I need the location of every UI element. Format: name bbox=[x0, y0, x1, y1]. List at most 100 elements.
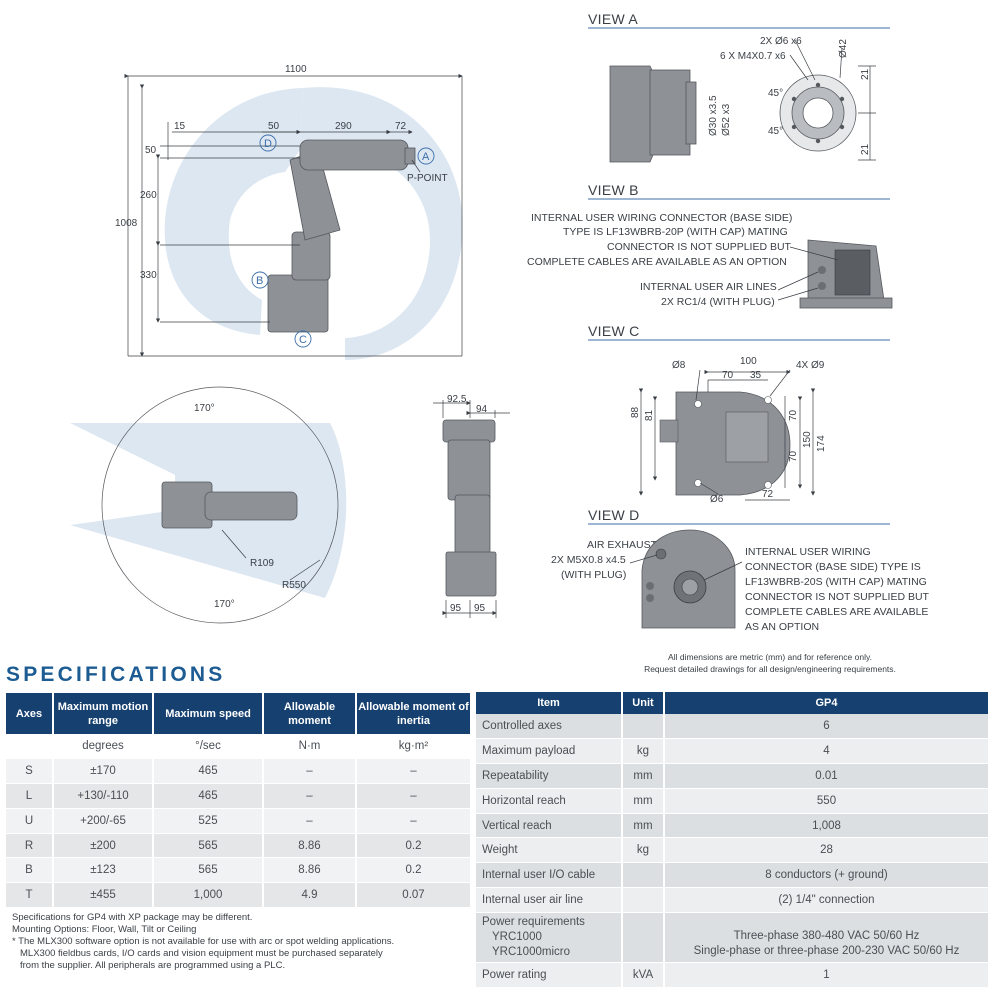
cell bbox=[622, 714, 665, 740]
cell: (2) 1/4" connection bbox=[664, 887, 988, 913]
view-a-label-3: 45° bbox=[768, 88, 783, 99]
view-d-connector-line-1: INTERNAL USER WIRING bbox=[745, 546, 871, 558]
cell: 4 bbox=[664, 738, 988, 765]
power-sub-yrc1000micro: YRC1000micro bbox=[492, 945, 570, 958]
header-allowable-moment: Allowable moment bbox=[263, 693, 357, 734]
marker-b: B bbox=[256, 275, 263, 287]
cell: 0.01 bbox=[664, 763, 988, 789]
footnote-line: from the supplier. All peripherals are p… bbox=[20, 960, 286, 971]
cell: L bbox=[6, 783, 54, 809]
cell: – bbox=[356, 783, 470, 809]
side-view-drawing: 1100 15 50 290 72 50 260 1008 330 P-POIN… bbox=[115, 64, 463, 360]
view-c-title: VIEW C bbox=[588, 323, 640, 339]
cell: Maximum payload bbox=[476, 738, 623, 765]
view-b-connector-line-4: COMPLETE CABLES ARE AVAILABLE AS AN OPTI… bbox=[527, 256, 787, 268]
view-d-connector-line-4: CONNECTOR IS NOT SUPPLIED BUT bbox=[745, 591, 930, 603]
dim-50-top: 50 bbox=[268, 121, 280, 132]
view-c-label-2: 70 bbox=[722, 370, 734, 381]
table-row: Internal user air line(2) 1/4" connectio… bbox=[476, 887, 988, 913]
footnote-line: * The MLX300 software option is not avai… bbox=[12, 936, 395, 947]
view-d-exhaust-line-3: (WITH PLUG) bbox=[561, 569, 626, 581]
cell: 465 bbox=[153, 783, 264, 809]
view-c-label-7: 70 bbox=[788, 409, 799, 421]
view-d-connector-line-5: COMPLETE CABLES ARE AVAILABLE bbox=[745, 606, 928, 618]
cell: 8 conductors (+ ground) bbox=[664, 862, 988, 889]
unit-speed: °/sec bbox=[153, 734, 264, 760]
front-view-drawing: 92.5 94 95 95 bbox=[433, 394, 510, 618]
view-c-label-12: 72 bbox=[762, 489, 774, 500]
dim-1008: 1008 bbox=[115, 218, 138, 229]
dim-290: 290 bbox=[335, 121, 352, 132]
cell: mm bbox=[622, 763, 665, 789]
cell: Three-phase 380-480 VAC 50/60 Hz Single-… bbox=[664, 912, 988, 963]
drawing-canvas: 1100 15 50 290 72 50 260 1008 330 P-POIN… bbox=[70, 11, 930, 633]
cell: ±200 bbox=[53, 833, 154, 859]
radius-r550: R550 bbox=[282, 580, 306, 591]
cell: Controlled axes bbox=[476, 714, 623, 740]
robot-top-body bbox=[161, 481, 298, 529]
view-b-title: VIEW B bbox=[588, 182, 639, 198]
cell: mm bbox=[622, 788, 665, 814]
p-point-label: P-POINT bbox=[407, 173, 448, 184]
dim-330: 330 bbox=[140, 270, 157, 281]
cell: 4.9 bbox=[263, 882, 357, 909]
view-d-title: VIEW D bbox=[588, 507, 640, 523]
view-d-connector-line-3: LF13WBRB-20S (WITH CAP) MATING bbox=[745, 576, 927, 588]
view-a-label-8: 21 bbox=[860, 143, 871, 155]
view-c-drawing: VIEW C Ø8 100 70 35 4X Ø9 bbox=[588, 323, 890, 505]
view-b-connector-line-3: CONNECTOR IS NOT SUPPLIED BUT bbox=[607, 241, 792, 253]
cell: Repeatability bbox=[476, 763, 623, 789]
cell: Internal user I/O cable bbox=[476, 862, 623, 889]
view-a-label-7: 21 bbox=[860, 68, 871, 80]
view-d-drawing: VIEW D AIR EXHAUST 2X M5X0.8 x4.5 (WITH … bbox=[551, 507, 930, 633]
cell: 565 bbox=[153, 857, 264, 884]
dim-95-left: 95 bbox=[450, 603, 462, 614]
unit-degrees: degrees bbox=[53, 734, 154, 760]
work-envelope bbox=[300, 87, 463, 360]
dimension-note-line-2: Request detailed drawings for all design… bbox=[644, 664, 896, 674]
cell: – bbox=[263, 758, 357, 785]
angle-top: 170° bbox=[194, 403, 215, 414]
view-b-air-line-2: 2X RC1/4 (WITH PLUG) bbox=[661, 296, 775, 308]
power-item-label: Power requirements bbox=[482, 915, 585, 928]
cell: ±170 bbox=[53, 758, 154, 785]
view-a-title: VIEW A bbox=[588, 11, 638, 27]
cell bbox=[622, 862, 665, 889]
specifications-title: SPECIFICATIONS bbox=[6, 663, 226, 686]
view-a-label-6: Ø52 x3 bbox=[721, 103, 732, 136]
cell: 8.86 bbox=[263, 833, 357, 859]
radius-r109: R109 bbox=[250, 558, 274, 569]
cell: 0.2 bbox=[356, 857, 470, 884]
cell: kVA bbox=[622, 962, 665, 988]
view-a-label-0: 2X Ø6 x6 bbox=[760, 36, 802, 47]
view-b-air-line-1: INTERNAL USER AIR LINES bbox=[640, 281, 777, 293]
view-a-label-1: 6 X M4X0.7 x6 bbox=[720, 51, 786, 62]
dim-15: 15 bbox=[174, 121, 186, 132]
cell: 0.2 bbox=[356, 833, 470, 859]
footnotes: Specifications for GP4 with XP package m… bbox=[12, 912, 472, 972]
cell: 550 bbox=[664, 788, 988, 814]
cell: 1,008 bbox=[664, 813, 988, 839]
header-unit: Unit bbox=[622, 692, 665, 714]
work-envelope-left bbox=[164, 88, 303, 335]
footnote-line: Specifications for GP4 with XP package m… bbox=[12, 912, 253, 923]
cell: Weight bbox=[476, 837, 623, 864]
header-max-speed: Maximum speed bbox=[153, 693, 264, 734]
cell: – bbox=[356, 808, 470, 834]
dim-50-left: 50 bbox=[145, 145, 157, 156]
power-value-1: Three-phase 380-480 VAC 50/60 Hz bbox=[733, 930, 920, 943]
power-value-2: Single-phase or three-phase 200-230 VAC … bbox=[693, 945, 960, 958]
unit-inertia: kg·m² bbox=[356, 734, 470, 760]
dim-260: 260 bbox=[140, 190, 157, 201]
cell: kg bbox=[622, 837, 665, 864]
header-moment-inertia: Allowable moment of inertia bbox=[356, 693, 470, 734]
